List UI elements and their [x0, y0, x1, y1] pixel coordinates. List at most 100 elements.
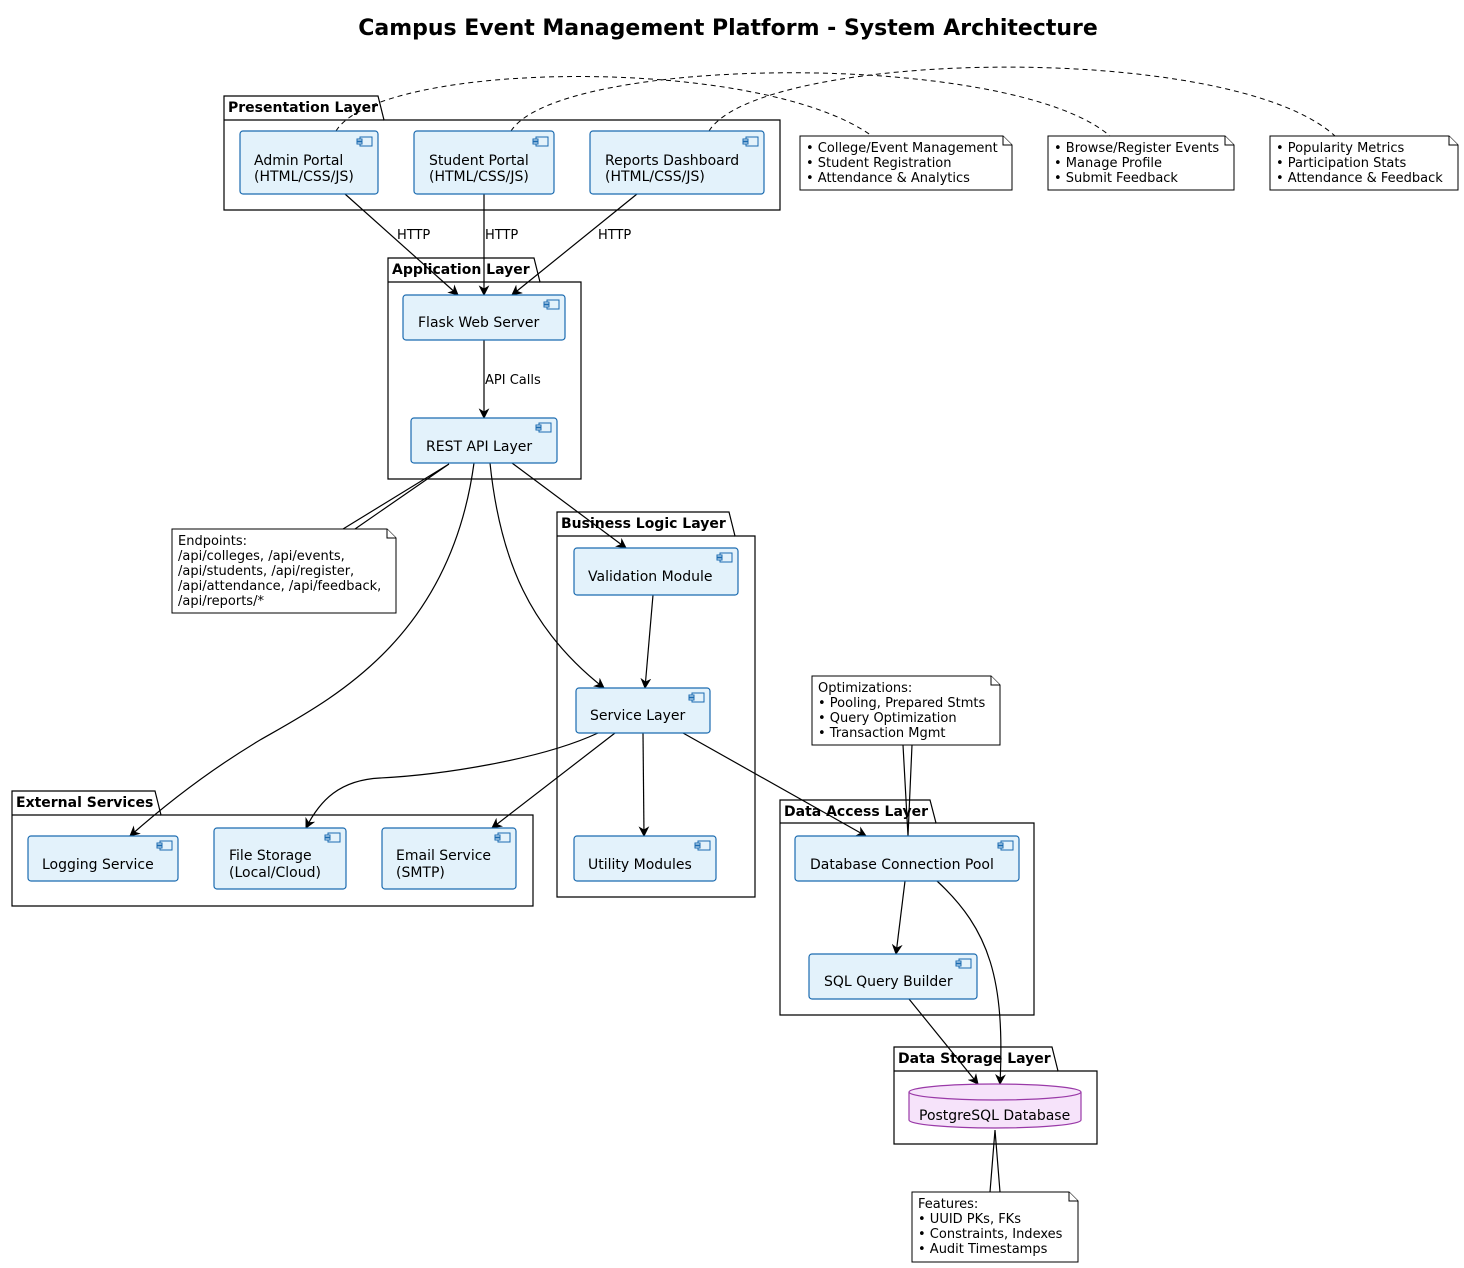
- note-line: /api/colleges, /api/events,: [178, 549, 345, 564]
- uml-component-icon: [997, 840, 1014, 851]
- component-label: PostgreSQL Database: [919, 1108, 1070, 1124]
- note-link: [335, 76, 873, 137]
- note-endpoints: Endpoints: /api/colleges, /api/events, /…: [171, 528, 397, 614]
- component-database-connection-pool[interactable]: Database Connection Pool: [794, 835, 1020, 882]
- component-label: (HTML/CSS/JS): [605, 169, 705, 185]
- uml-component-icon: [324, 832, 341, 843]
- component-label: Logging Service: [42, 857, 154, 873]
- component-admin-portal[interactable]: Admin Portal (HTML/CSS/JS): [239, 130, 379, 195]
- note-line: • Query Optimization: [818, 711, 957, 726]
- uml-component-icon: [356, 136, 373, 147]
- uml-component-icon: [955, 958, 972, 969]
- component-label: Email Service: [396, 848, 491, 864]
- uml-component-icon: [688, 692, 705, 703]
- note-features: Features: • UUID PKs, FKs • Constraints,…: [911, 1191, 1079, 1263]
- component-service-layer[interactable]: Service Layer: [575, 687, 711, 734]
- edge-rest-to-service: [489, 462, 605, 689]
- note-line: Endpoints:: [178, 534, 247, 549]
- edge-service-to-email: [491, 732, 616, 829]
- edge-label: HTTP: [397, 228, 430, 243]
- uml-component-icon: [494, 832, 511, 843]
- uml-component-icon: [694, 840, 711, 851]
- package-label: Business Logic Layer: [561, 516, 726, 532]
- edge-validation-to-service: [640, 594, 654, 690]
- component-flask-web-server[interactable]: Flask Web Server: [402, 294, 566, 341]
- note-line: • Manage Profile: [1054, 156, 1162, 171]
- database-cylinder-icon: [908, 1083, 1082, 1129]
- package-label: Presentation Layer: [228, 100, 378, 116]
- uml-component-icon: [716, 552, 733, 563]
- component-label: (Local/Cloud): [229, 865, 321, 881]
- component-label: (HTML/CSS/JS): [254, 169, 354, 185]
- uml-component-icon: [156, 840, 173, 851]
- edge-label: API Calls: [485, 373, 541, 388]
- uml-component-icon: [742, 136, 759, 147]
- edge-admin-to-flask: [344, 193, 459, 296]
- package-label: Data Access Layer: [784, 804, 928, 820]
- note-line: • Participation Stats: [1276, 156, 1407, 171]
- note-line: /api/students, /api/register,: [178, 564, 354, 579]
- component-utility-modules[interactable]: Utility Modules: [573, 835, 717, 882]
- component-reports-dashboard[interactable]: Reports Dashboard (HTML/CSS/JS): [589, 130, 765, 195]
- note-link: [989, 1129, 1001, 1193]
- component-label: Student Portal: [429, 153, 529, 169]
- note-link: [708, 66, 1336, 137]
- note-reports-dashboard: • Popularity Metrics • Participation Sta…: [1269, 135, 1459, 191]
- edge-dbpool-to-postgres: [936, 880, 1006, 1086]
- uml-component-icon: [532, 136, 549, 147]
- edge-sqlbuilder-to-postgres: [908, 998, 979, 1085]
- note-line: • Browse/Register Events: [1054, 141, 1219, 156]
- component-label: Validation Module: [588, 569, 713, 585]
- component-label: Utility Modules: [588, 857, 692, 873]
- note-line: • Popularity Metrics: [1276, 141, 1404, 156]
- component-file-storage[interactable]: File Storage (Local/Cloud): [213, 827, 347, 890]
- component-label: (SMTP): [396, 865, 445, 881]
- note-line: • Student Registration: [806, 156, 952, 171]
- edge-dbpool-to-sqlbuilder: [891, 880, 906, 956]
- note-line: • Transaction Mgmt: [818, 726, 946, 741]
- note-line: • UUID PKs, FKs: [918, 1212, 1021, 1227]
- note-line: • Attendance & Analytics: [806, 171, 970, 186]
- component-sql-query-builder[interactable]: SQL Query Builder: [808, 953, 978, 1000]
- note-student-portal: • Browse/Register Events • Manage Profil…: [1047, 135, 1235, 191]
- note-link: [902, 744, 913, 837]
- note-line: Optimizations:: [818, 681, 912, 696]
- note-admin-portal: • College/Event Management • Student Reg…: [799, 135, 1013, 191]
- edge-service-to-filestorage: [305, 732, 599, 829]
- edge-rest-to-validation: [511, 462, 627, 549]
- note-line: • Submit Feedback: [1054, 171, 1178, 186]
- note-link: [342, 463, 450, 530]
- note-link: [510, 72, 1111, 137]
- note-line: /api/attendance, /api/feedback,: [178, 579, 381, 594]
- edge-reports-to-flask: [511, 193, 638, 296]
- component-logging-service[interactable]: Logging Service: [27, 835, 179, 882]
- component-validation-module[interactable]: Validation Module: [573, 547, 739, 596]
- edge-rest-to-logging: [129, 462, 475, 837]
- component-label: Service Layer: [590, 708, 685, 724]
- diagram-title: Campus Event Management Platform - Syste…: [358, 16, 1098, 41]
- edge-label: HTTP: [598, 228, 631, 243]
- edge-service-to-utility: [638, 732, 650, 838]
- note-line: • Audit Timestamps: [918, 1242, 1048, 1257]
- uml-component-icon: [535, 422, 552, 433]
- uml-component-icon: [543, 299, 560, 310]
- note-optimizations: Optimizations: • Pooling, Prepared Stmts…: [811, 675, 1001, 746]
- edge-label: HTTP: [485, 228, 518, 243]
- component-rest-api-layer[interactable]: REST API Layer: [410, 417, 558, 464]
- component-label: Admin Portal: [254, 153, 343, 169]
- component-postgresql-database[interactable]: PostgreSQL Database: [908, 1083, 1082, 1129]
- component-label: Flask Web Server: [418, 315, 540, 331]
- component-student-portal[interactable]: Student Portal (HTML/CSS/JS): [413, 130, 555, 195]
- edge-service-to-dbpool: [682, 732, 867, 837]
- component-label: REST API Layer: [426, 439, 532, 455]
- component-label: File Storage: [229, 848, 312, 864]
- package-label: Application Layer: [392, 262, 530, 278]
- component-email-service[interactable]: Email Service (SMTP): [381, 827, 517, 890]
- note-line: Features:: [918, 1197, 978, 1212]
- note-line: • Pooling, Prepared Stmts: [818, 696, 986, 711]
- component-label: SQL Query Builder: [824, 974, 953, 990]
- note-line: • Constraints, Indexes: [918, 1227, 1063, 1242]
- package-label: Data Storage Layer: [898, 1051, 1051, 1067]
- note-line: • College/Event Management: [806, 141, 998, 156]
